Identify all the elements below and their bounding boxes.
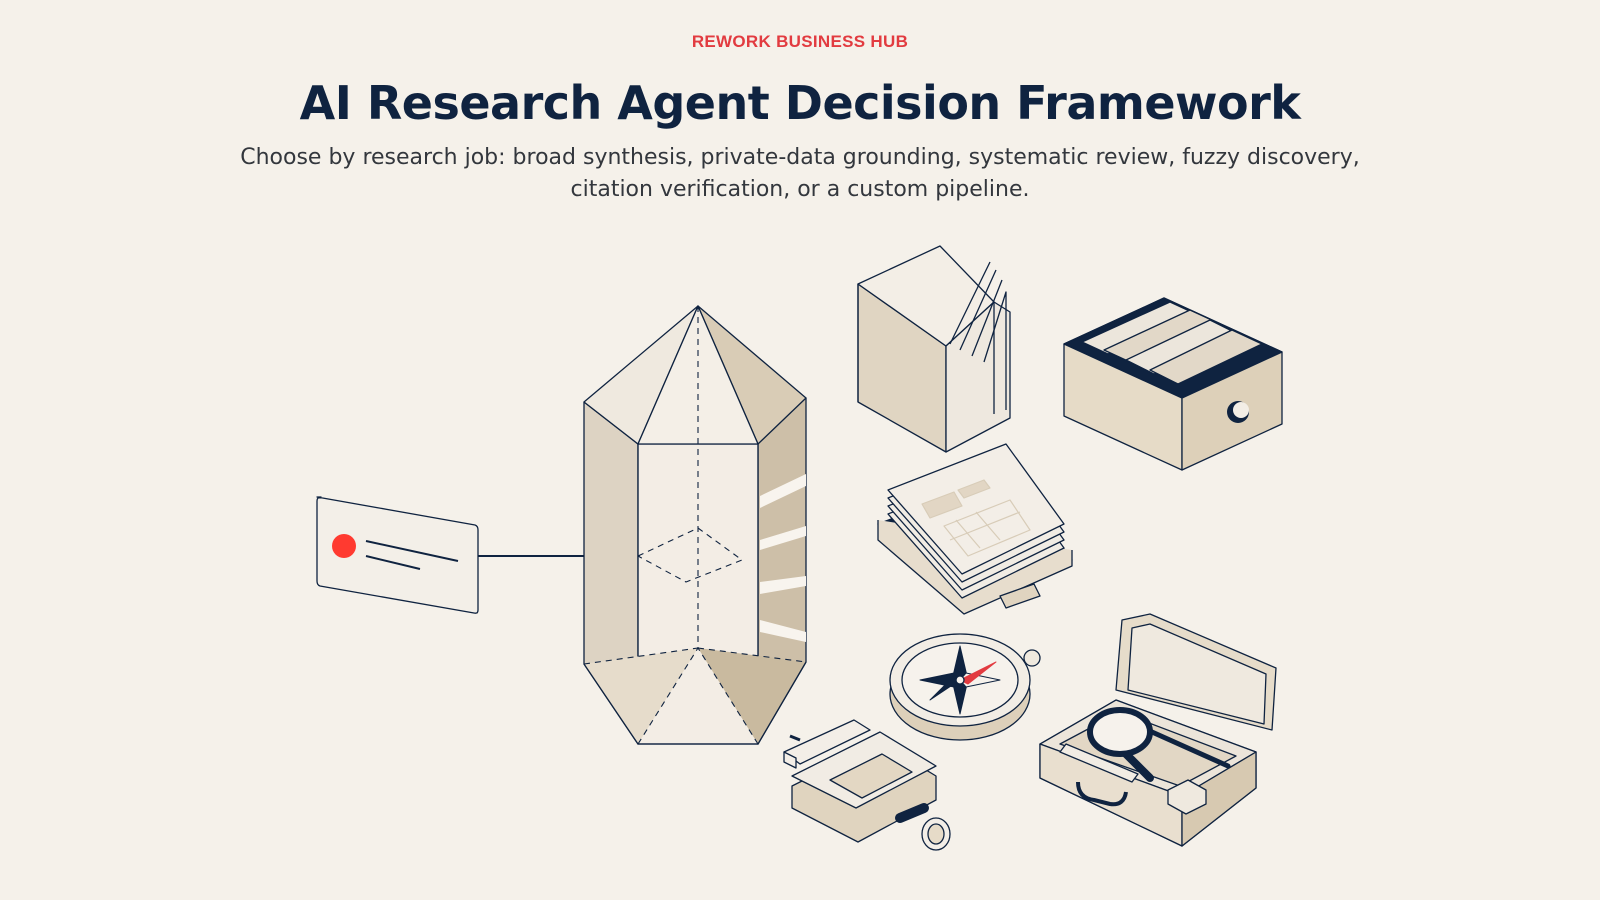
tag-card-icon: [316, 496, 640, 614]
paper-stack-icon: [877, 443, 1073, 615]
page-subtitle: Choose by research job: broad synthesis,…: [240, 145, 1360, 202]
brand-eyebrow: REWORK BUSINESS HUB: [691, 32, 909, 51]
toolbox-magnifier-icon: [1039, 613, 1277, 847]
file-drawer-icon: [1063, 297, 1283, 471]
vise-clamp-icon: [783, 719, 951, 851]
page-title: AI Research Agent Decision Framework: [299, 76, 1301, 130]
compass-icon: [889, 633, 1041, 741]
crystal-prism-icon: [583, 305, 807, 745]
open-book-icon: [857, 245, 1011, 453]
